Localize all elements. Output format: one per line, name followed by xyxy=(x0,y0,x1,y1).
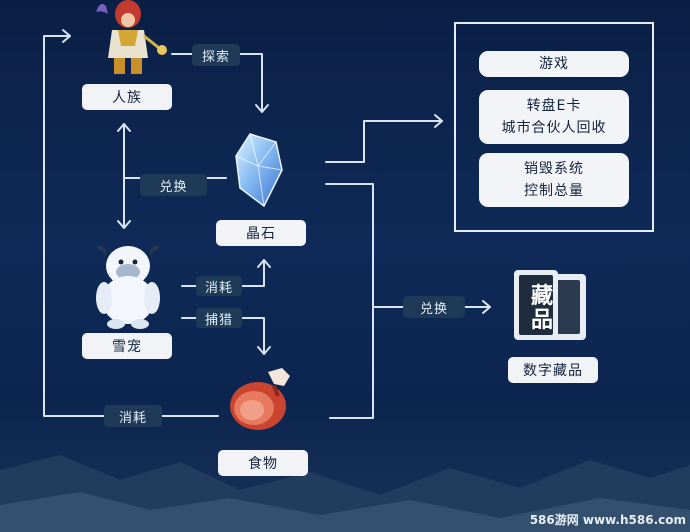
node-crystal: 晶石 xyxy=(216,220,306,246)
double-arrow-top-head xyxy=(117,123,131,132)
node-food: 食物 xyxy=(218,450,308,476)
edge-consume-bottom: 消耗 xyxy=(104,405,162,427)
usage-game-label: 游戏 xyxy=(539,56,569,72)
usage-destroy-line2: 控制总量 xyxy=(524,183,584,199)
edge-explore: 探索 xyxy=(192,44,240,66)
edge-hunt: 捕猎 xyxy=(196,308,242,328)
collection-card-icon xyxy=(514,270,586,340)
node-yeti: 雪宠 xyxy=(82,333,172,359)
node-human: 人族 xyxy=(82,84,172,110)
usage-game: 游戏 xyxy=(479,51,629,77)
box-arrowhead xyxy=(434,114,443,128)
edge-exchange-left: 兑换 xyxy=(140,174,207,196)
explore-arrowhead xyxy=(255,104,269,113)
node-digital-collection: 数字藏品 xyxy=(508,357,598,383)
consume-arrowhead xyxy=(257,259,271,268)
usage-wheel-card-line2: 城市合伙人回收 xyxy=(501,120,607,136)
warrior-icon xyxy=(96,0,167,74)
usage-group-frame xyxy=(454,22,654,232)
exchange-arrowhead xyxy=(482,300,491,314)
usage-wheel-card-line1: 转盘E卡 xyxy=(526,98,582,114)
card-glyph-bottom: 品 xyxy=(530,307,553,333)
usage-destroy-system: 销毁系统 控制总量 xyxy=(479,153,629,207)
crystal-icon xyxy=(235,133,283,208)
usage-wheel-card: 转盘E卡 城市合伙人回收 xyxy=(479,90,629,144)
loop-arrowhead xyxy=(62,29,71,43)
watermark: 586游网 www.h586.com xyxy=(529,513,686,527)
usage-destroy-line1: 销毁系统 xyxy=(524,161,584,177)
edge-consume-top: 消耗 xyxy=(196,276,242,296)
card-glyph-top: 藏 xyxy=(530,283,553,309)
double-arrow-bottom-head xyxy=(117,220,131,229)
hunt-arrowhead xyxy=(257,346,271,355)
meat-icon xyxy=(230,368,290,430)
yeti-icon xyxy=(96,245,160,329)
edge-exchange-right: 兑换 xyxy=(403,296,465,318)
